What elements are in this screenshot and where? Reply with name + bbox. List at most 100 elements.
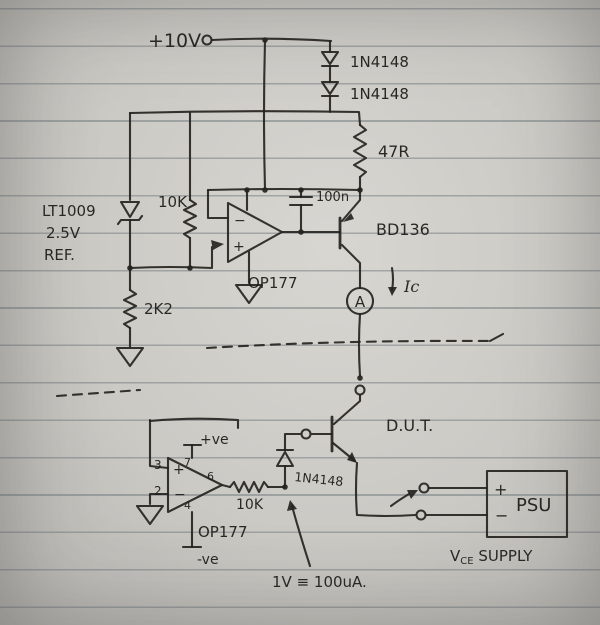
psu-plus-sign: + — [494, 480, 507, 499]
annotation-label: 1V ≡ 100uA. — [272, 573, 367, 591]
opamp1-plus-sign: + — [233, 239, 245, 255]
wire — [128, 245, 214, 270]
socket-terminal-base — [300, 428, 312, 440]
boundary-dashed-lines — [55, 332, 505, 398]
wire-vplus-drop — [262, 39, 267, 191]
arrow-shaft — [390, 266, 395, 292]
wire-mid-rail — [128, 110, 362, 127]
resistor-zigzag — [352, 123, 368, 179]
diode-1-label: 1N4148 — [350, 53, 409, 71]
noninv-wire — [148, 418, 170, 470]
wire-top-rail — [210, 37, 333, 43]
pointer-arrow-head — [407, 490, 418, 499]
resistor-zigzag — [228, 480, 270, 494]
psu-terminal-minus — [415, 509, 427, 521]
opamp2-label: OP177 — [198, 523, 247, 541]
input-arrowhead — [211, 240, 224, 250]
collector — [332, 393, 362, 426]
emitter-wire-to-psu — [354, 461, 417, 518]
ground-symbol — [135, 504, 165, 526]
resistor-zigzag — [182, 198, 198, 240]
sense-annotation — [287, 500, 312, 568]
resistor-10k-bottom — [220, 480, 287, 494]
ic-label: Ic — [403, 277, 419, 296]
r10k-bot-label: 10K — [236, 497, 264, 513]
r47-label: 47R — [378, 142, 409, 161]
junction-dot — [187, 265, 193, 271]
emitter-arrow — [347, 452, 357, 463]
diode-2-symbol — [320, 80, 340, 96]
arrow-head — [388, 287, 397, 296]
ref-word-label: REF. — [44, 246, 75, 264]
resistor-10k-top — [182, 111, 198, 270]
opamp2-plus-sign: + — [173, 462, 185, 478]
pointer-arrow-shaft — [389, 492, 411, 508]
ammeter-label: A — [355, 293, 366, 311]
emitter-arrow — [343, 213, 354, 222]
ref-volt-label: 2.5V — [46, 224, 81, 242]
junction-dot — [262, 187, 268, 193]
dut-transistor — [283, 384, 366, 463]
plus-ve-label: +ve — [200, 432, 229, 448]
zener-symbol — [119, 200, 141, 219]
vce-supply-label: VCE SUPPLY — [450, 547, 533, 567]
r2k2-label: 2K2 — [144, 300, 173, 318]
pin4-label: 4 — [184, 499, 191, 512]
diode-3-label: 1N4148 — [294, 469, 344, 489]
opamp1-inv-wire — [206, 188, 230, 220]
pin7-label: 7 — [184, 456, 191, 469]
pin6-label: 6 — [207, 470, 214, 483]
ic-current-arrow — [388, 266, 397, 296]
ground-symbol — [115, 346, 145, 368]
bd136-label: BD136 — [376, 220, 430, 239]
resistor-zigzag — [122, 288, 138, 330]
opamp2 — [135, 417, 240, 549]
ref-name-label: LT1009 — [42, 202, 96, 220]
bd136-transistor — [280, 188, 362, 290]
vce-sub: CE — [460, 556, 473, 567]
cap-100n — [288, 188, 314, 235]
pin3-label: 3 — [154, 458, 162, 472]
junction-dot — [357, 375, 363, 381]
input-top-wire — [148, 417, 240, 430]
psu-minus-sign: − — [495, 506, 508, 525]
lt1009-reference — [116, 111, 144, 270]
opamp2-triangle — [166, 456, 224, 514]
pin2-label: 2 — [154, 484, 162, 498]
ammeter — [345, 286, 375, 381]
opamp1-label: OP177 — [248, 274, 297, 292]
diode-chain — [320, 39, 340, 114]
annotation-arrow-shaft — [290, 504, 312, 568]
diode-1n4148-base — [275, 448, 295, 490]
vce-v: V — [450, 547, 461, 565]
psu-terminal-plus — [418, 482, 430, 494]
r10k-top-label: 10K — [158, 193, 188, 211]
dut-label: D.U.T. — [386, 416, 433, 435]
emitter — [340, 188, 362, 223]
dashed-end-tick — [488, 332, 505, 343]
psu-label: PSU — [516, 495, 551, 516]
diode-1-symbol — [320, 50, 340, 66]
minus-ve-label: -ve — [197, 552, 219, 568]
opamp1-minus-sign: − — [234, 213, 246, 229]
resistor-47r — [352, 123, 368, 192]
vce-supply-section — [354, 461, 569, 539]
dashed-line-left — [55, 388, 142, 398]
diode-symbol — [275, 450, 295, 468]
psu-box — [485, 469, 569, 539]
power-rail — [201, 34, 333, 46]
collector — [340, 243, 362, 290]
supply-label: +10V — [148, 30, 201, 52]
socket-terminal-collector — [354, 384, 366, 396]
diode-2-label: 1N4148 — [350, 85, 409, 103]
cap-label: 100n — [316, 190, 349, 205]
ref-node-wire — [127, 240, 224, 271]
wire — [357, 312, 362, 378]
base-wire-2 — [283, 432, 302, 452]
wire — [206, 187, 362, 192]
opamp1 — [226, 201, 284, 305]
dashed-line-right — [205, 339, 492, 350]
